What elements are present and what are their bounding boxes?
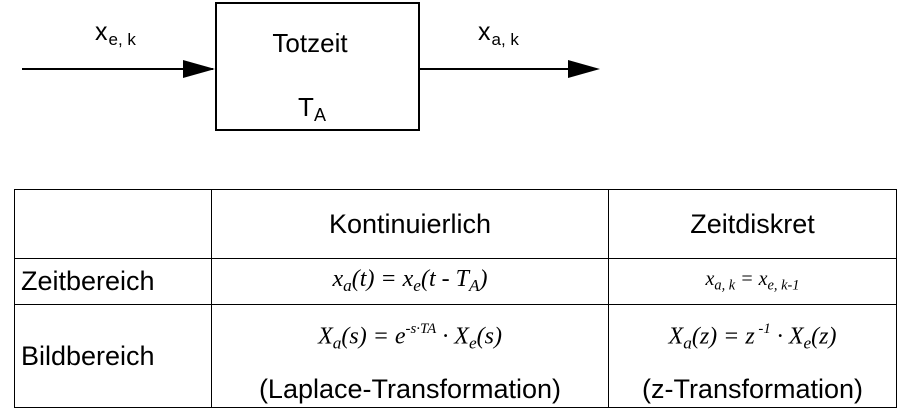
header-continuous: Kontinuierlich <box>211 189 609 259</box>
cell-image-continuous: Xa(s) = e-s·TA · Xe(s) (Laplace-Transfor… <box>211 304 609 408</box>
input-arrowhead-icon <box>183 60 215 78</box>
formula-time-discrete: xa, k = xe, k-1 <box>608 258 897 305</box>
formula-image-continuous: Xa(s) = e-s·TA · Xe(s) <box>318 321 502 353</box>
table-row-time-domain: Zeitbereich xa(t) = xe(t - TA) xa, k = x… <box>14 258 897 305</box>
deadtime-block <box>215 2 420 131</box>
output-signal-label: xa, k <box>478 18 519 49</box>
note-z-transform: (z-Transformation) <box>641 374 864 404</box>
row-label-time-domain: Zeitbereich <box>14 258 212 305</box>
cell-image-discrete: Xa(z) = z -1 · Xe(z) (z-Transformation) <box>608 304 897 408</box>
transfer-table: Kontinuierlich Zeitdiskret Zeitbereich x… <box>14 189 897 408</box>
table-row-image-domain: Bildbereich Xa(s) = e-s·TA · Xe(s) (Lapl… <box>14 304 897 408</box>
formula-image-discrete: Xa(z) = z -1 · Xe(z) <box>668 321 837 353</box>
header-empty-cell <box>14 189 212 259</box>
block-title: Totzeit <box>272 28 348 58</box>
input-signal-label: xe, k <box>95 18 136 49</box>
block-parameter: TA <box>298 92 326 125</box>
note-laplace: (Laplace-Transformation) <box>258 374 562 404</box>
output-arrowhead-icon <box>568 60 600 78</box>
block-diagram: xe, k xa, k Totzeit TA <box>22 2 600 131</box>
row-label-image-domain: Bildbereich <box>14 304 212 408</box>
table-header-row: Kontinuierlich Zeitdiskret <box>14 189 897 259</box>
formula-time-continuous: xa(t) = xe(t - TA) <box>211 258 609 305</box>
header-discrete: Zeitdiskret <box>608 189 897 259</box>
